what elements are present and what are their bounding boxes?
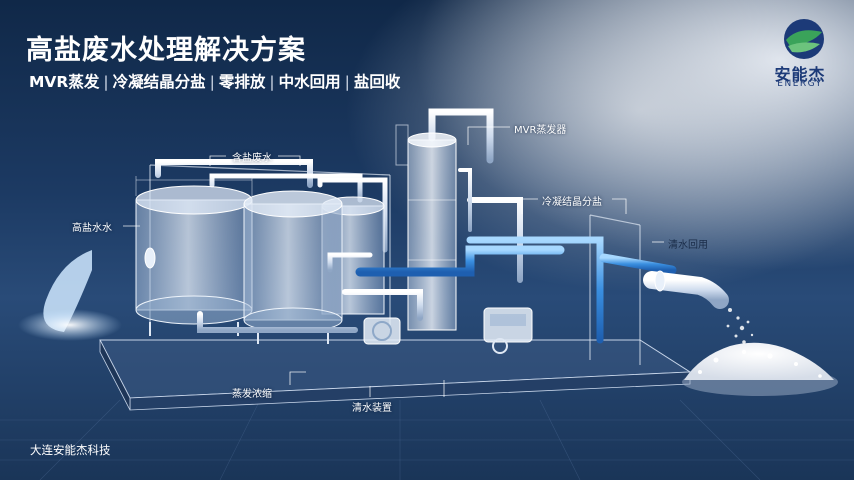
label-brine-storage: 含盐废水 xyxy=(232,153,272,164)
floor-grid xyxy=(0,399,854,480)
lower-pipes xyxy=(197,252,423,333)
label-mvr-evaporator: MVR蒸发器 xyxy=(514,125,567,136)
subtitle-item-water-reuse: 中水回用 xyxy=(278,73,341,91)
label-high-salt-water: 高盐水水 xyxy=(72,223,112,234)
brand-name-cn: 安能杰 xyxy=(774,65,826,84)
subtitle-separator: | xyxy=(103,73,109,91)
subtitle-bar: MVR蒸发|冷凝结晶分盐|零排放|中水回用|盐回收 xyxy=(29,70,400,92)
page-title: 高盐废水处理解决方案 xyxy=(26,35,306,66)
brand-name-en: ENERGY xyxy=(777,79,823,89)
subtitle-item-zero-discharge: 零排放 xyxy=(218,73,266,91)
label-water-reuse: 清水回用 xyxy=(668,240,708,251)
pump-left xyxy=(363,317,401,345)
base-platform xyxy=(99,339,692,411)
label-evaporation-concentration: 蒸发浓缩 xyxy=(232,389,272,400)
blue-pipes xyxy=(355,236,677,344)
label-crystallization: 冷凝结晶分盐 xyxy=(542,197,602,208)
mvr-column xyxy=(395,124,457,331)
inlet-pipe xyxy=(18,247,156,341)
pump-right xyxy=(483,307,533,354)
leader-lines xyxy=(123,126,664,397)
salt-pile xyxy=(682,342,838,396)
top-pipes xyxy=(155,108,523,283)
label-clean-water-unit: 清水装置 xyxy=(352,403,392,414)
storage-tank-middle xyxy=(243,190,343,344)
subtitle-item-mvr: MVR蒸发 xyxy=(29,73,100,91)
subtitle-item-salt-recovery: 盐回收 xyxy=(353,73,401,91)
subtitle-separator: | xyxy=(209,73,215,91)
leaf-globe-logo-icon xyxy=(784,19,824,59)
subtitle-item-crystallization: 冷凝结晶分盐 xyxy=(112,73,206,91)
outlet-pipe xyxy=(643,270,754,344)
subtitle-separator: | xyxy=(344,73,350,91)
company-name: 大连安能杰科技 xyxy=(30,443,111,457)
subtitle-separator: | xyxy=(269,73,275,91)
